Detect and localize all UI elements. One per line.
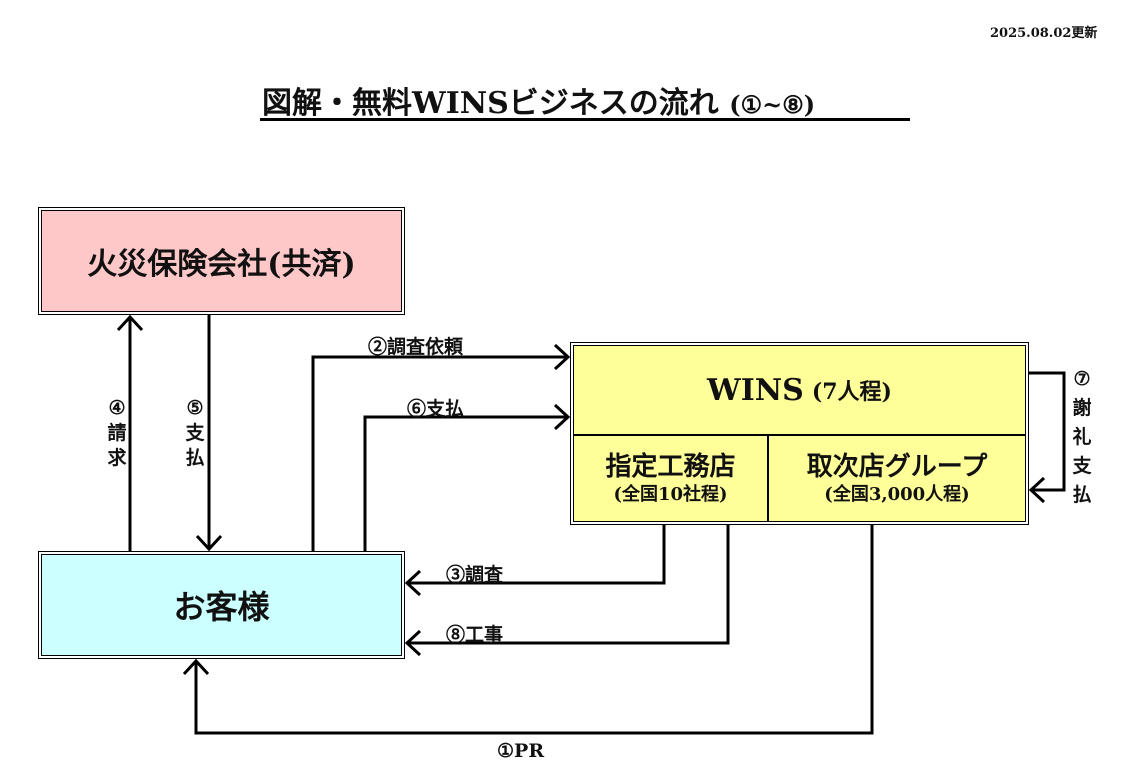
node-contractor: 指定工務店 (全国10社程) (574, 436, 769, 521)
arrowhead-5 (195, 534, 223, 552)
title-range: (①~⑧) (729, 90, 816, 119)
arrow-3-survey (407, 525, 666, 585)
arrowhead-1 (182, 658, 210, 676)
arrowhead-8 (404, 629, 422, 657)
label-flow-6: ⑥支払 (407, 398, 465, 420)
updated-date: 2025.08.02更新 (990, 26, 1098, 41)
node-agent-group: 取次店グループ (全国3,000人程) (769, 436, 1025, 521)
contractor-sub: (全国10社程) (613, 483, 728, 505)
arrowhead-6 (553, 403, 571, 431)
insurer-label: 火災保険会社(共済) (87, 247, 356, 282)
arrowhead-7 (1028, 476, 1046, 504)
label-flow-4: ④ 請 求 (107, 397, 127, 469)
wins-sub: (7人程) (811, 379, 892, 405)
arrowhead-3 (404, 569, 422, 597)
label-flow-2: ②調査依頼 (368, 336, 464, 358)
label-flow-7: ⑦ 謝 礼 支 払 (1072, 368, 1092, 506)
arrowhead-2 (553, 343, 571, 371)
customer-label: お客様 (173, 588, 270, 626)
node-insurer: 火災保険会社(共済) (38, 207, 405, 315)
arrow-8-construction (407, 525, 730, 645)
node-wins: WINS (7人程) 指定工務店 (全国10社程) 取次店グループ (全国3,0… (570, 342, 1029, 525)
arrow-2-survey-request (311, 355, 568, 551)
arrowhead-4 (116, 314, 144, 332)
page-title: 図解・無料WINSビジネスの流れ (①~⑧) (262, 78, 815, 122)
agent-group-label: 取次店グループ (806, 451, 988, 482)
wins-header: WINS (7人程) (574, 346, 1025, 436)
label-flow-3: ③調査 (446, 564, 504, 586)
contractor-label: 指定工務店 (605, 451, 736, 482)
label-flow-8: ⑧工事 (446, 624, 504, 646)
label-flow-5: ⑤ 支 払 (185, 397, 205, 469)
title-main: 図解・無料WINSビジネスの流れ (262, 86, 719, 121)
node-customer: お客様 (38, 551, 405, 659)
agent-group-sub: (全国3,000人程) (824, 483, 970, 505)
arrow-7-reward (1029, 371, 1066, 492)
title-underline (260, 118, 910, 121)
arrow-6-payment (363, 415, 568, 551)
arrow-1-pr (194, 525, 874, 735)
label-flow-1: ①PR (497, 740, 545, 762)
wins-label: WINS (707, 372, 804, 408)
